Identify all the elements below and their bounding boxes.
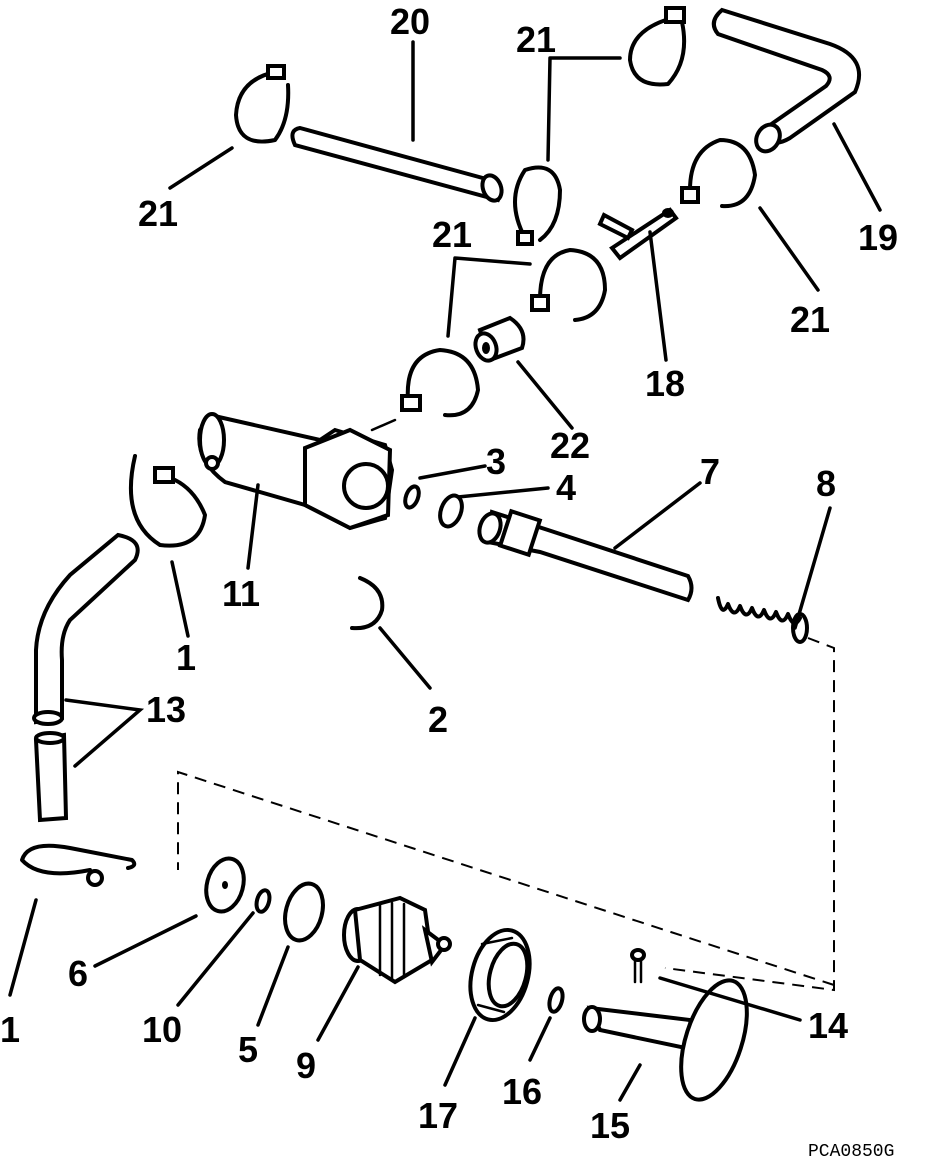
part-4-o-ring [438, 493, 464, 529]
part-15-plunger [582, 978, 749, 1102]
assembly-guide-lines [177, 637, 835, 992]
part-2-retaining-ring [350, 576, 385, 631]
drawing-code: PCA0850G [808, 1142, 894, 1161]
callout-18: 18 [645, 363, 685, 404]
part-16-o-ring [547, 986, 565, 1014]
part-21-clamp-center [530, 248, 607, 322]
part-20-hose [290, 125, 504, 203]
part-9-fitting [342, 895, 452, 985]
callout-15: 15 [590, 1105, 630, 1146]
leader-lines [8, 40, 882, 1102]
callout-7: 7 [700, 451, 720, 492]
callout-1-lower: 1 [0, 1009, 20, 1050]
callout-9: 9 [296, 1045, 316, 1086]
part-21-clamp-left [234, 64, 291, 144]
part-7-shaft [477, 508, 694, 603]
callout-6: 6 [68, 953, 88, 994]
part-1-clamp-lower [20, 843, 137, 887]
callout-labels: 20 21 21 19 21 21 18 22 3 4 7 8 11 1 13 … [0, 1, 898, 1146]
part-5-o-ring [283, 881, 325, 943]
part-1-clamp-upper [128, 454, 207, 548]
part-22-sleeve [473, 315, 526, 363]
part-11-housing [197, 412, 397, 531]
callout-19: 19 [858, 217, 898, 258]
part-21-clamp-mid [513, 165, 562, 246]
part-17-cap [468, 927, 532, 1023]
part-19-bent-hose [711, 7, 861, 154]
callout-21-top: 21 [516, 19, 556, 60]
part-21-clamp-right [680, 138, 757, 209]
callout-3: 3 [486, 441, 506, 482]
callout-20: 20 [390, 1, 430, 42]
part-10-o-ring [254, 888, 272, 914]
part-13-hose [32, 532, 140, 823]
part-21-clamp-lower [400, 348, 480, 418]
callout-21-left: 21 [138, 193, 178, 234]
callout-13: 13 [146, 689, 186, 730]
callout-14: 14 [808, 1005, 848, 1046]
callout-11: 11 [222, 573, 260, 614]
callout-2: 2 [428, 699, 448, 740]
callout-5: 5 [238, 1029, 258, 1070]
callout-22: 22 [550, 425, 590, 466]
callout-10: 10 [142, 1009, 182, 1050]
part-6-washer [204, 856, 246, 914]
callout-21-right: 21 [790, 299, 830, 340]
callout-17: 17 [418, 1095, 458, 1136]
callout-1-upper: 1 [176, 637, 196, 678]
part-18-tee-fitting [597, 207, 679, 261]
part-3-o-ring [403, 484, 421, 510]
callout-4: 4 [556, 467, 576, 508]
callout-21-center: 21 [432, 214, 472, 255]
part-8-spring [716, 596, 809, 644]
part-21-clamp-top [628, 6, 687, 87]
part-14-screw [630, 948, 646, 984]
callout-8: 8 [816, 463, 836, 504]
callout-16: 16 [502, 1071, 542, 1112]
